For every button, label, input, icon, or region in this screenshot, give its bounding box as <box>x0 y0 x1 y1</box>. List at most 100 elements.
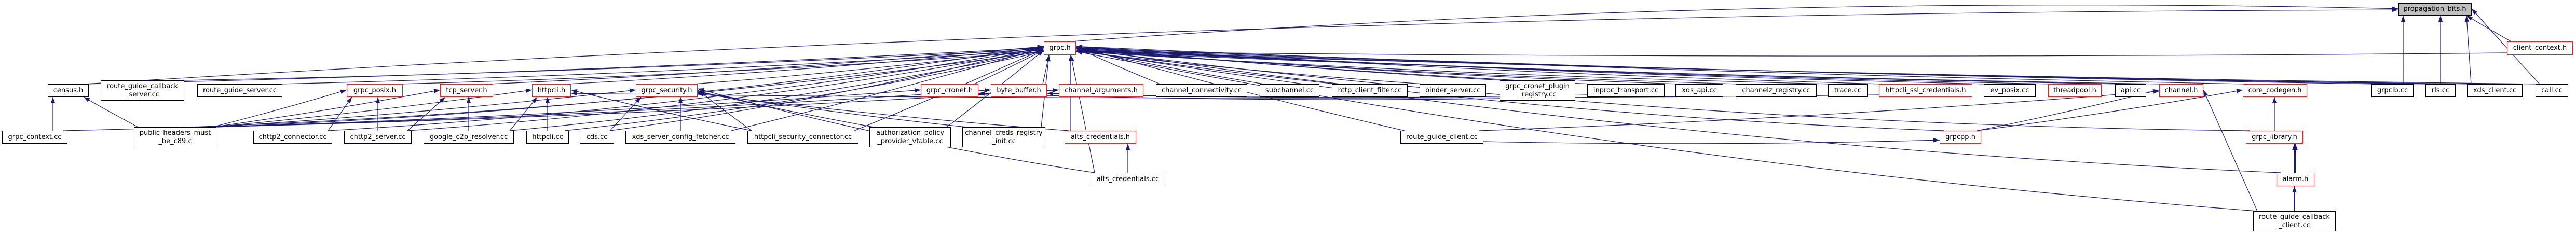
node-client_context[interactable]: client_context.h <box>2507 41 2573 55</box>
node-alarm[interactable]: alarm.h <box>2277 173 2314 186</box>
node-label: route_guide_client.cc <box>1406 133 1478 141</box>
edge-grpc_cronet_plugin_registry-to-grpc_cronet <box>978 91 1500 100</box>
node-label: grpc_cronet.h <box>926 86 973 94</box>
node-xds_api[interactable]: xds_api.cc <box>1675 84 1723 97</box>
edge-google_c2p_resolver-to-grpc <box>509 49 1044 131</box>
node-label: channel_arguments.h <box>1065 86 1138 94</box>
node-label: xds_api.cc <box>1682 86 1717 94</box>
node-xds_server_config_fetcher[interactable]: xds_server_config_fetcher.cc <box>625 131 735 144</box>
node-label: alts_credentials.cc <box>1096 175 1160 183</box>
edge-tcp_server-to-grpc <box>488 45 1044 85</box>
node-httpcli_ssl_credentials[interactable]: httpcli_ssl_credentials.h <box>1879 84 1972 97</box>
edge-route_guide_callback_server-to-grpc <box>180 47 1044 81</box>
edge-route_guide_client-to-grpcpp <box>1483 138 1940 144</box>
edge-core_codegen-to-grpc <box>1075 44 2247 85</box>
edge-channel-to-grpc <box>1075 49 2164 85</box>
node-label: google_c2p_resolver.cc <box>429 133 508 141</box>
node-rls[interactable]: rls.cc <box>2425 84 2456 97</box>
node-label: route_guide_server.cc <box>202 86 277 94</box>
edge-alts_credentials_h-to-grpc_security <box>697 92 1069 131</box>
node-chttp2_server[interactable]: chttp2_server.cc <box>344 131 412 144</box>
node-alts_credentials_cc[interactable]: alts_credentials.cc <box>1091 173 1165 186</box>
node-channel[interactable]: channel.h <box>2159 84 2203 97</box>
node-public_headers[interactable]: public_headers_must _be_c89.c <box>134 127 216 147</box>
node-grpc[interactable]: grpc.h <box>1044 41 1076 55</box>
node-google_c2p_resolver[interactable]: google_c2p_resolver.cc <box>424 131 514 144</box>
node-label: http_client_filter.cc <box>1338 86 1402 94</box>
edge-grpcpp-to-core_codegen <box>1977 89 2243 131</box>
node-threadpool[interactable]: threadpool.h <box>2048 84 2102 97</box>
node-grpc_posix[interactable]: grpc_posix.h <box>347 84 403 97</box>
node-label: route_guide_callback _server.cc <box>107 82 178 99</box>
edge-public_headers-to-census <box>83 96 139 128</box>
node-grpcpp[interactable]: grpcpp.h <box>1940 131 1981 144</box>
edge-route_guide_callback_client-to-channel <box>2203 90 2258 212</box>
node-cds[interactable]: cds.cc <box>580 131 614 144</box>
edge-cds-to-grpc_security <box>609 96 642 131</box>
node-label: tcp_server.h <box>446 86 487 94</box>
edge-grpcpp-to-grpc <box>1075 46 1944 131</box>
edge-public_headers-to-channel_arguments <box>212 88 1059 128</box>
node-route_guide_callback_client[interactable]: route_guide_callback _client.cc <box>2253 211 2336 231</box>
node-xds_client[interactable]: xds_client.cc <box>2467 84 2523 97</box>
node-channel_arguments[interactable]: channel_arguments.h <box>1059 84 1143 97</box>
node-label: chttp2_connector.cc <box>258 133 327 141</box>
edge-xds_client-to-propagation_bits <box>2464 15 2472 85</box>
edge-grpc-to-propagation_bits <box>1071 5 2398 42</box>
node-label: inproc_transport.cc <box>1593 86 1659 94</box>
node-propagation_bits[interactable]: propagation_bits.h <box>2398 3 2472 16</box>
node-tcp_server[interactable]: tcp_server.h <box>440 84 493 97</box>
node-label: grpclb.cc <box>2377 86 2408 94</box>
node-httpcli_security_connector[interactable]: httpcli_security_connector.cc <box>747 131 858 144</box>
node-binder_server[interactable]: binder_server.cc <box>1420 84 1486 97</box>
node-label: httpcli.h <box>537 86 566 94</box>
node-grpc_context[interactable]: grpc_context.cc <box>2 131 67 144</box>
node-channel_creds_registry_init[interactable]: channel_creds_registry _init.cc <box>962 127 1045 147</box>
edge-public_headers-to-byte_buffer <box>212 88 991 128</box>
node-label: channel_connectivity.cc <box>1161 86 1242 94</box>
edge-route_guide_callback_client-to-grpc <box>1075 50 2258 212</box>
node-http_client_filter[interactable]: http_client_filter.cc <box>1332 84 1408 97</box>
node-grpc_cronet[interactable]: grpc_cronet.h <box>921 84 978 97</box>
node-label: api.cc <box>2120 86 2141 94</box>
node-ev_posix[interactable]: ev_posix.cc <box>1984 84 2036 97</box>
node-label: httpcli_security_connector.cc <box>754 133 852 141</box>
node-channelz_registry[interactable]: channelz_registry.cc <box>1736 84 1817 97</box>
node-label: trace.cc <box>1834 86 1861 94</box>
node-label: xds_server_config_fetcher.cc <box>632 133 729 141</box>
node-label: propagation_bits.h <box>2403 5 2466 13</box>
node-label: threadpool.h <box>2053 86 2096 94</box>
node-httpcli_cc[interactable]: httpcli.cc <box>526 131 569 144</box>
node-trace[interactable]: trace.cc <box>1828 84 1868 97</box>
node-census[interactable]: census.h <box>48 84 89 97</box>
node-alts_credentials_h[interactable]: alts_credentials.h <box>1065 131 1136 144</box>
node-inproc_transport[interactable]: inproc_transport.cc <box>1587 84 1665 97</box>
edge-route_guide_client-to-channel <box>1479 89 2160 131</box>
node-core_codegen[interactable]: core_codegen.h <box>2243 84 2307 97</box>
node-route_guide_server[interactable]: route_guide_server.cc <box>197 84 282 97</box>
node-route_guide_client[interactable]: route_guide_client.cc <box>1400 131 1483 144</box>
edge-chttp2_server-to-grpc <box>407 48 1044 131</box>
node-call[interactable]: call.cc <box>2536 84 2568 97</box>
node-byte_buffer[interactable]: byte_buffer.h <box>991 84 1047 97</box>
node-route_guide_callback_server[interactable]: route_guide_callback _server.cc <box>101 80 184 101</box>
node-label: byte_buffer.h <box>997 86 1041 94</box>
node-httpcli[interactable]: httpcli.h <box>532 84 571 97</box>
node-subchannel[interactable]: subchannel.cc <box>1260 84 1319 97</box>
node-label: chttp2_server.cc <box>350 133 406 141</box>
node-grpc_cronet_plugin_registry[interactable]: grpc_cronet_plugin _registry.cc <box>1500 80 1575 101</box>
edge-byte_buffer-to-grpc <box>1042 54 1050 85</box>
node-label: authorization_policy _provider_vtable.cc <box>876 129 944 145</box>
node-grpclb[interactable]: grpclb.cc <box>2371 84 2414 97</box>
node-chttp2_connector[interactable]: chttp2_connector.cc <box>253 131 332 144</box>
node-label: ev_posix.cc <box>1990 86 2029 94</box>
node-label: channel_creds_registry _init.cc <box>965 129 1043 145</box>
node-grpc_security[interactable]: grpc_security.h <box>636 84 698 97</box>
node-channel_connectivity[interactable]: channel_connectivity.cc <box>1156 84 1247 97</box>
node-label: xds_client.cc <box>2473 86 2517 94</box>
edge-grpc_security-to-grpc <box>693 47 1044 85</box>
node-authorization_policy_provider_vtable[interactable]: authorization_policy _provider_vtable.cc <box>869 127 951 147</box>
node-grpc_library[interactable]: grpc_library.h <box>2246 131 2303 144</box>
node-api[interactable]: api.cc <box>2115 84 2146 97</box>
